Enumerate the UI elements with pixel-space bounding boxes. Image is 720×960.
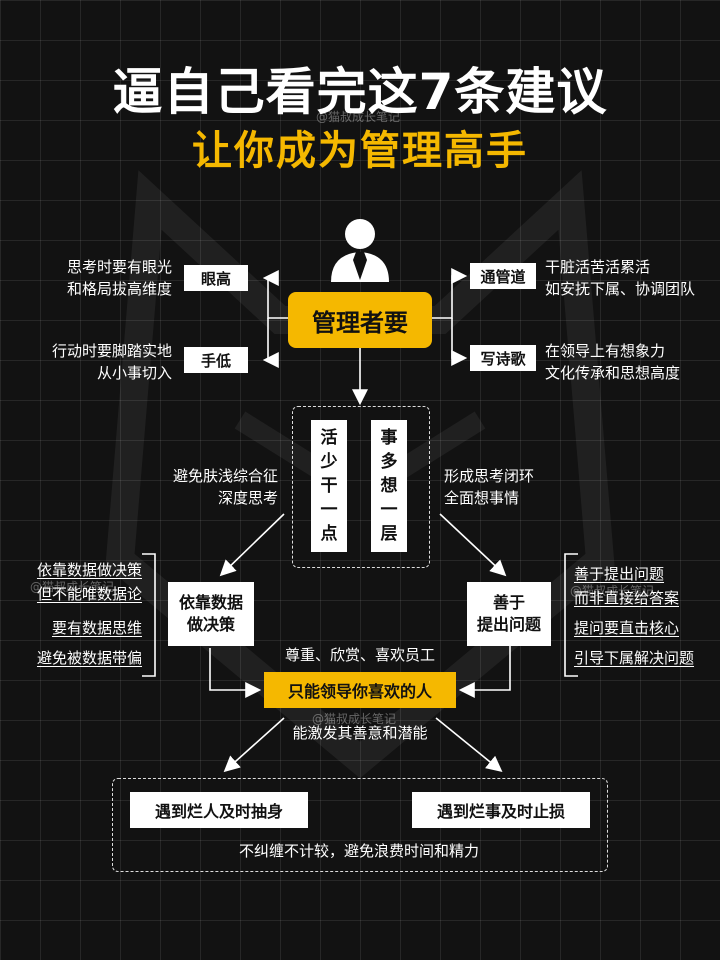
shoudi-desc-line1: 行动时要脚踏实地 bbox=[51, 342, 172, 360]
right-note-line1: 形成思考闭环 bbox=[444, 467, 535, 485]
bad-people-box: 遇到烂人及时抽身 bbox=[130, 792, 308, 828]
column-left-char: 少 bbox=[320, 452, 338, 472]
raise-issues-label1: 善于 bbox=[492, 593, 525, 612]
issue-item: 提问要直击核心 bbox=[574, 619, 680, 637]
data-item: 但不能唯数据论 bbox=[36, 585, 142, 603]
column-left-char: 一 bbox=[320, 500, 338, 520]
watermark: @猫叔成长笔记 bbox=[570, 584, 655, 598]
tongguandao-desc: 干脏活苦活累活 如安抚下属、协调团队 bbox=[545, 256, 717, 300]
bottom-note: 不纠缠不计较，避免浪费时间和精力 bbox=[238, 842, 479, 860]
bad-things-box: 遇到烂事及时止损 bbox=[412, 792, 590, 828]
watermark: @猫叔成长笔记 bbox=[316, 110, 401, 124]
column-left-char: 干 bbox=[320, 476, 338, 496]
column-less-work: 活 少 干 一 点 bbox=[311, 420, 347, 552]
bottom-dashed-container bbox=[112, 778, 608, 872]
data-decision-label2: 做决策 bbox=[186, 615, 235, 634]
issue-item: 善于提出问题 bbox=[574, 565, 665, 583]
xieshige-label: 写诗歌 bbox=[480, 349, 526, 368]
lead-box: 只能领导你喜欢的人 bbox=[264, 672, 456, 708]
column-right-char: 一 bbox=[380, 500, 398, 520]
column-left-char: 点 bbox=[320, 524, 338, 544]
shoudi-box: 手低 bbox=[184, 347, 248, 373]
lead-label: 只能领导你喜欢的人 bbox=[287, 682, 432, 701]
raise-issues-list: 善于提出问题 而非直接给答案 提问要直击核心 引导下属解决问题 bbox=[574, 562, 714, 670]
data-item: 依靠数据做决策 bbox=[36, 561, 142, 579]
yangao-desc: 思考时要有眼光 和格局拔高维度 bbox=[30, 256, 172, 300]
left-column-note: 避免肤浅综合征 深度思考 bbox=[150, 465, 278, 509]
data-decision-box: 依靠数据 做决策 bbox=[168, 582, 254, 646]
page-subtitle: 让你成为管理高手 bbox=[192, 128, 528, 174]
column-right-char: 事 bbox=[380, 428, 398, 448]
data-item: 避免被数据带偏 bbox=[36, 649, 142, 667]
tongguandao-desc-line2: 如安抚下属、协调团队 bbox=[545, 280, 696, 298]
watermark: @猫叔成长笔记 bbox=[312, 712, 397, 726]
left-note-line1: 避免肤浅综合征 bbox=[172, 467, 278, 485]
xieshige-desc-line2: 文化传承和思想高度 bbox=[545, 364, 681, 382]
xieshige-box: 写诗歌 bbox=[470, 345, 536, 371]
column-left-char: 活 bbox=[320, 428, 338, 448]
lead-above-text: 尊重、欣赏、喜欢员工 bbox=[284, 646, 435, 664]
watermark: @猫叔成长笔记 bbox=[30, 580, 115, 594]
left-note-line2: 深度思考 bbox=[217, 489, 278, 507]
xieshige-desc: 在领导上有想象力 文化传承和思想高度 bbox=[545, 340, 717, 384]
column-right-char: 多 bbox=[380, 452, 398, 472]
page-title: 逼自己看完这7条建议 bbox=[112, 63, 608, 121]
center-box-manager: 管理者要 bbox=[288, 292, 432, 348]
yangao-box: 眼高 bbox=[184, 265, 248, 291]
yangao-label: 眼高 bbox=[200, 269, 231, 288]
right-column-note: 形成思考闭环 全面想事情 bbox=[444, 465, 574, 509]
column-right-char: 想 bbox=[380, 476, 398, 496]
tongguandao-label: 通管道 bbox=[480, 267, 526, 286]
lead-below-text: 能激发其善意和潜能 bbox=[292, 724, 428, 742]
raise-issues-label2: 提出问题 bbox=[476, 615, 541, 634]
columns-dashed-container bbox=[292, 406, 430, 568]
raise-issues-box: 善于 提出问题 bbox=[467, 582, 551, 646]
tongguandao-box: 通管道 bbox=[470, 263, 536, 289]
data-item: 要有数据思维 bbox=[51, 619, 142, 637]
data-decision-list: 依靠数据做决策 但不能唯数据论 要有数据思维 避免被数据带偏 bbox=[10, 558, 142, 670]
yangao-desc-line2: 和格局拔高维度 bbox=[66, 280, 172, 298]
column-right-char: 层 bbox=[380, 524, 398, 544]
data-decision-label1: 依靠数据 bbox=[178, 593, 243, 612]
xieshige-desc-line1: 在领导上有想象力 bbox=[545, 342, 666, 360]
issue-item: 而非直接给答案 bbox=[574, 589, 680, 607]
column-more-think: 事 多 想 一 层 bbox=[371, 420, 407, 552]
bad-things-label: 遇到烂事及时止损 bbox=[436, 802, 565, 821]
bad-people-label: 遇到烂人及时抽身 bbox=[154, 802, 283, 821]
center-label: 管理者要 bbox=[312, 308, 408, 337]
tongguandao-desc-line1: 干脏活苦活累活 bbox=[545, 258, 651, 276]
shoudi-label: 手低 bbox=[200, 351, 231, 370]
shoudi-desc-line2: 从小事切入 bbox=[96, 364, 172, 382]
shoudi-desc: 行动时要脚踏实地 从小事切入 bbox=[20, 340, 172, 384]
yangao-desc-line1: 思考时要有眼光 bbox=[66, 258, 172, 276]
manager-person-icon bbox=[331, 219, 389, 282]
issue-item: 引导下属解决问题 bbox=[574, 649, 695, 667]
right-note-line2: 全面想事情 bbox=[444, 489, 520, 507]
